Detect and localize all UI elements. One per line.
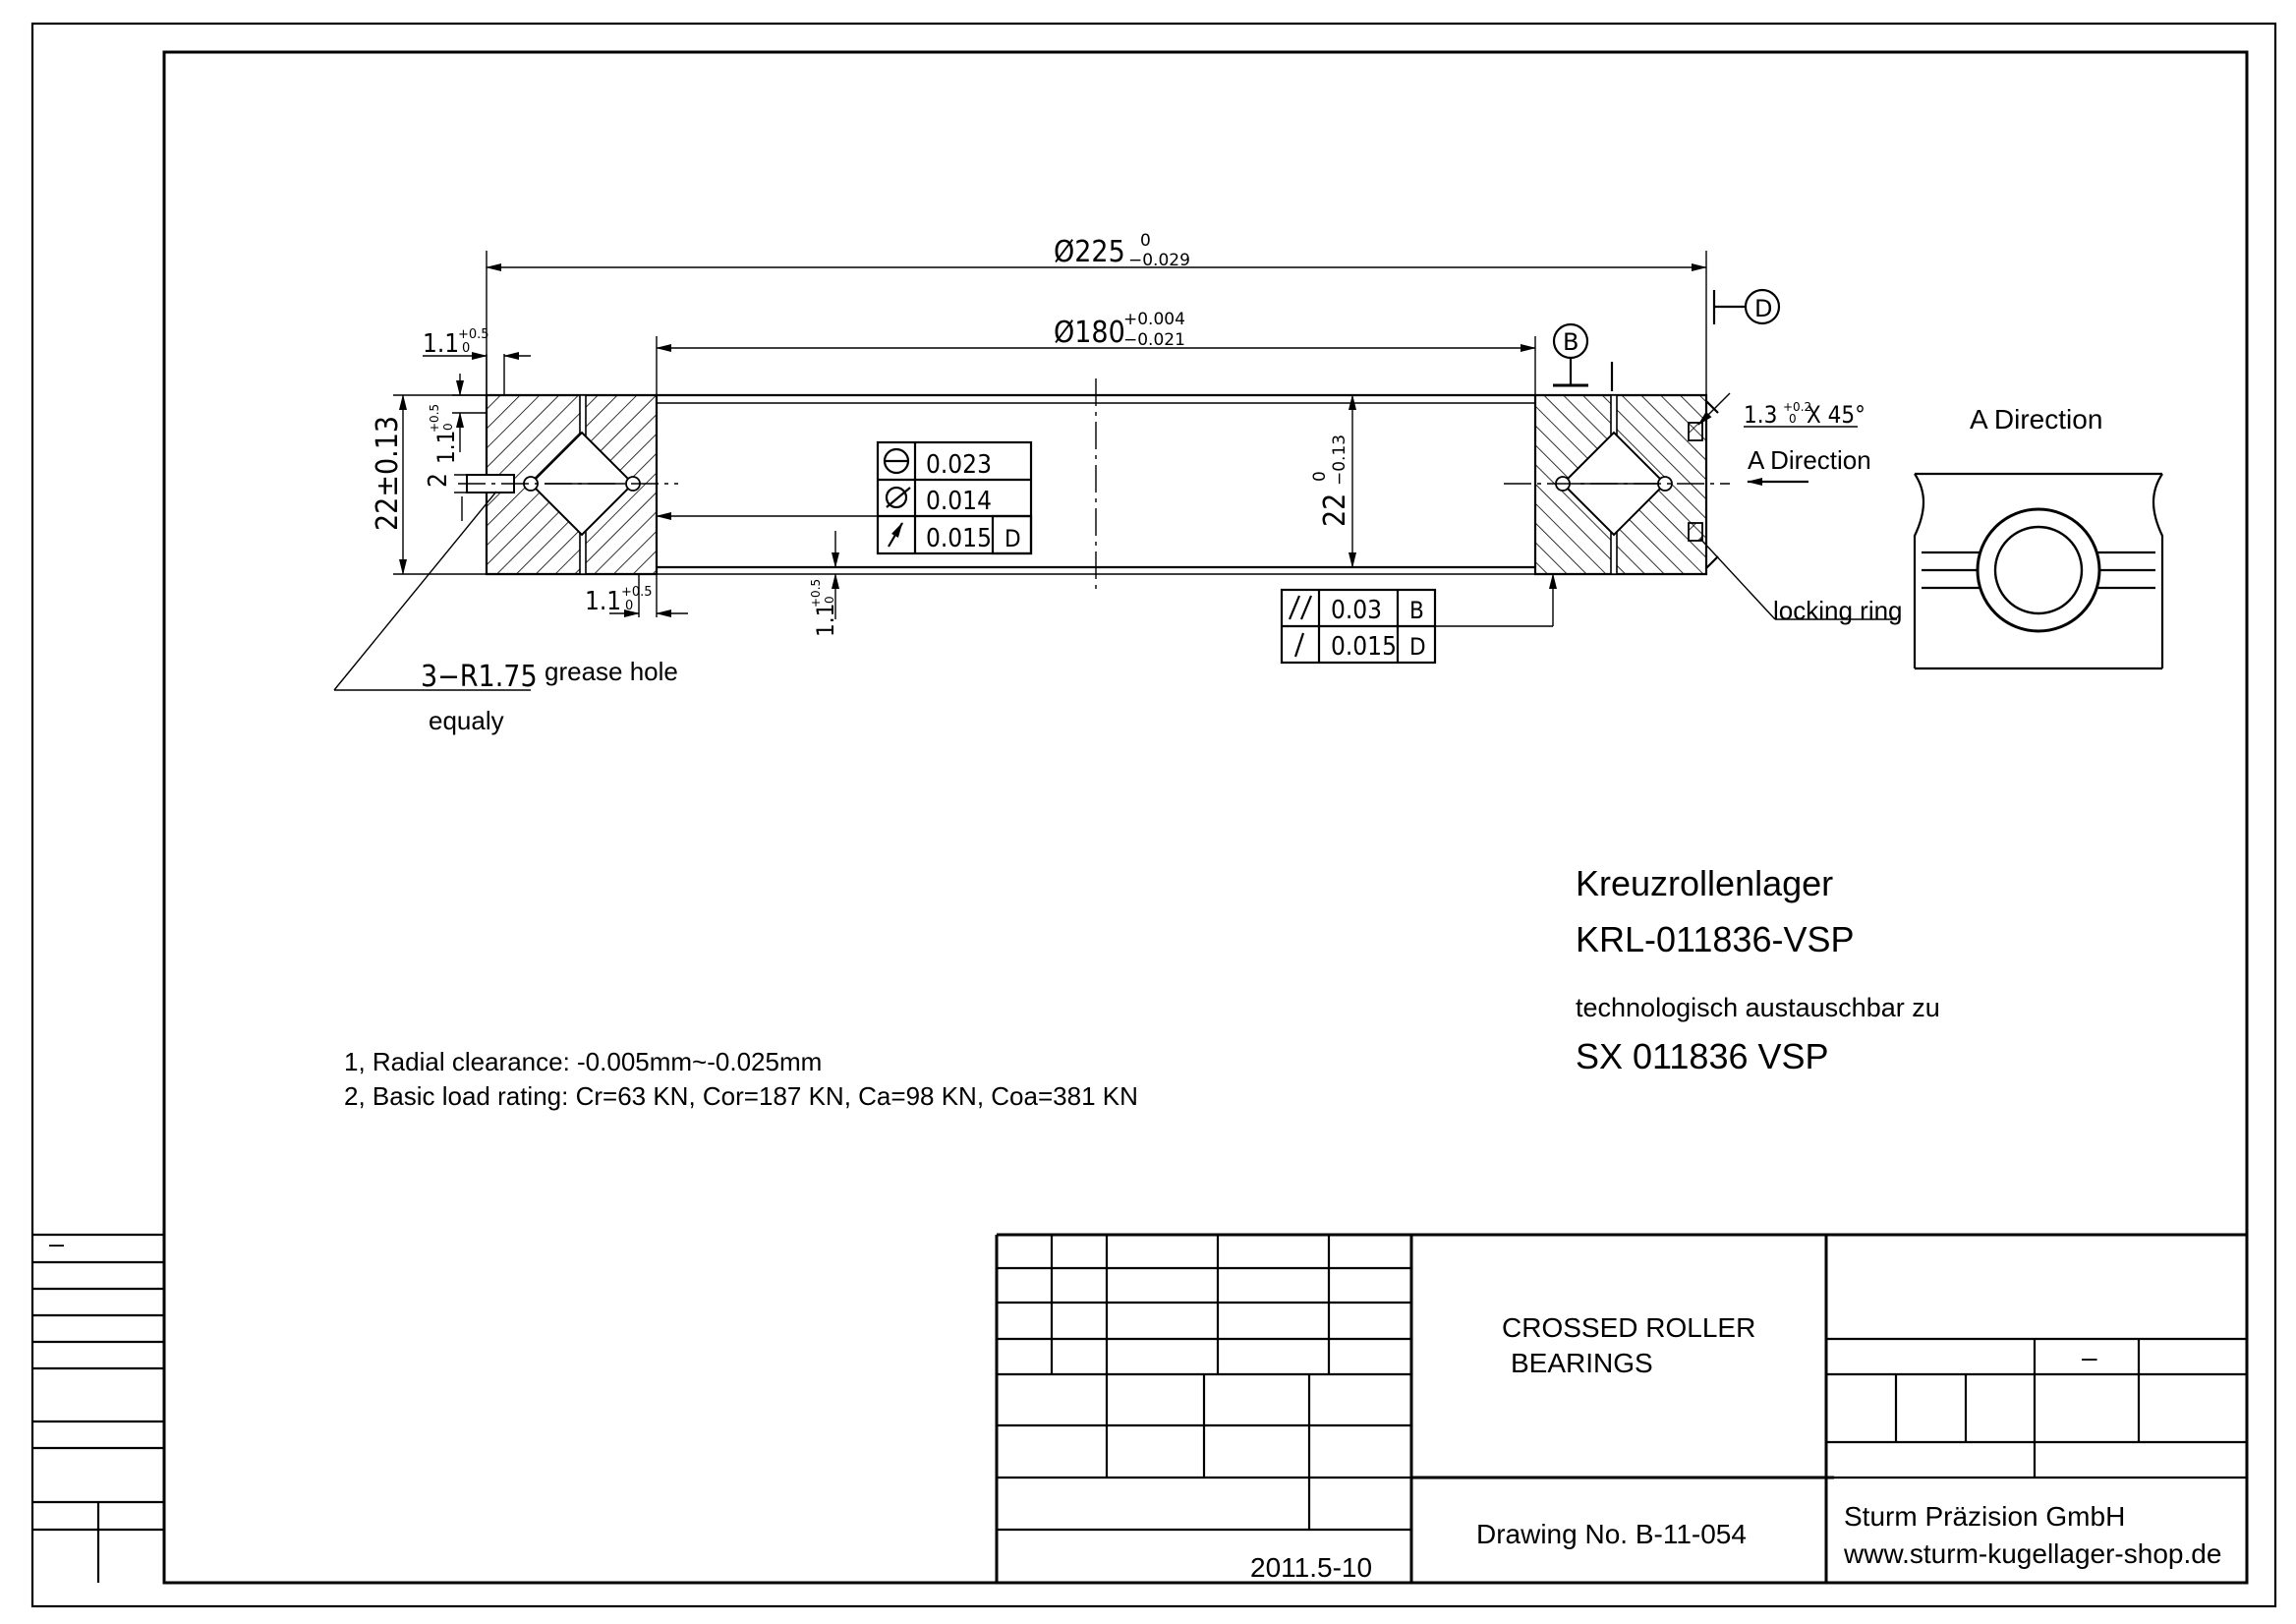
svg-text:0.015: 0.015	[926, 524, 992, 553]
side-mark: –	[49, 1229, 64, 1258]
svg-text:1.1: 1.1	[812, 604, 839, 637]
svg-text:D: D	[1754, 295, 1772, 322]
svg-text:grease hole: grease hole	[545, 657, 678, 686]
note-2: 2, Basic load rating: Cr=63 KN, Cor=187 …	[344, 1081, 1138, 1111]
svg-text:0: 0	[1310, 471, 1330, 482]
product-title: Kreuzrollenlager	[1576, 863, 1833, 903]
svg-text:+0.5: +0.5	[621, 585, 653, 600]
dimension-inner-diameter: Ø180 +0.004 −0.021	[656, 310, 1536, 395]
svg-text:2: 2	[424, 473, 453, 488]
svg-text:+0.004: +0.004	[1123, 310, 1185, 329]
svg-text:−0.021: −0.021	[1123, 330, 1185, 350]
svg-text:A Direction: A Direction	[1970, 404, 2102, 435]
product-model: KRL-011836-VSP	[1576, 919, 1855, 959]
svg-text:0: 0	[625, 599, 633, 613]
title-name-line2: BEARINGS	[1511, 1348, 1653, 1378]
svg-text:1.1: 1.1	[585, 587, 621, 616]
svg-text:22: 22	[1318, 493, 1352, 527]
svg-text:0: 0	[462, 341, 470, 356]
inner-diameter-value: Ø180	[1054, 316, 1125, 350]
svg-text:1.3: 1.3	[1744, 401, 1777, 429]
drawing-number: Drawing No. B-11-054	[1476, 1519, 1747, 1549]
svg-text:22±0.13: 22±0.13	[371, 416, 405, 531]
drawing-date: 2011.5-10	[1250, 1552, 1372, 1583]
sheet-frame	[30, 22, 2277, 1608]
svg-text:B: B	[1563, 328, 1578, 356]
svg-text:1.1: 1.1	[423, 329, 459, 359]
note-1: 1, Radial clearance: -0.005mm~-0.025mm	[344, 1047, 822, 1076]
dimension-height-right: 22 0 −0.13	[1310, 394, 1356, 568]
dimension-chamfer-bottom: 1.1 +0.5 0 1.1 +0.5 0	[585, 531, 839, 637]
svg-text:A Direction: A Direction	[1748, 445, 1871, 475]
equivalent-model: SX 011836 VSP	[1576, 1036, 1829, 1076]
product-info: Kreuzrollenlager KRL-011836-VSP technolo…	[1576, 863, 1940, 1076]
svg-text:D: D	[1004, 525, 1021, 552]
datum-d: D	[1712, 288, 1781, 325]
company-name: Sturm Präzision GmbH	[1844, 1501, 2125, 1532]
svg-text:0: 0	[1140, 231, 1151, 251]
svg-text:D: D	[1409, 633, 1426, 661]
title-name-line1: CROSSED ROLLER	[1502, 1312, 1755, 1343]
tolerance-frame-left: 0.023 0.014 0.015 D	[656, 440, 1033, 555]
svg-text:−0.029: −0.029	[1128, 251, 1190, 270]
title-block-dash: –	[2082, 1342, 2097, 1372]
svg-text:0: 0	[1789, 412, 1797, 426]
left-ring-section	[466, 393, 659, 576]
svg-text:locking ring: locking ring	[1773, 596, 1903, 625]
svg-text:0: 0	[823, 596, 836, 604]
a-direction-arrow: A Direction	[1747, 445, 1871, 486]
grease-hole-leader: 3−R1.75 grease hole equaly	[333, 491, 678, 735]
svg-text:equaly: equaly	[429, 706, 504, 735]
svg-text:−0.13: −0.13	[1330, 435, 1349, 486]
svg-text:3−R1.75: 3−R1.75	[421, 660, 538, 694]
svg-text:0: 0	[441, 423, 455, 431]
notes: 1, Radial clearance: -0.005mm~-0.025mm 2…	[344, 1047, 1138, 1111]
svg-text:+0.5: +0.5	[809, 579, 823, 608]
svg-text:0.014: 0.014	[926, 487, 992, 516]
a-direction-view: A Direction	[1913, 404, 2164, 670]
svg-text:B: B	[1409, 597, 1424, 624]
svg-text:1.1: 1.1	[432, 431, 460, 464]
outer-diameter-value: Ø225	[1054, 235, 1125, 269]
svg-text:X 45°: X 45°	[1807, 401, 1866, 429]
dimension-chamfer-right: 1.3 +0.2 0 X 45°	[1697, 392, 1866, 429]
title-block: – CROSSED ROLLER BEARINGS Drawing No. B-…	[995, 1233, 2247, 1583]
svg-text:+0.5: +0.5	[458, 327, 489, 342]
left-revision-strip: –	[32, 1229, 164, 1583]
dimension-height-left: 22±0.13	[371, 394, 487, 575]
interchange-text: technologisch austauschbar zu	[1576, 993, 1940, 1022]
company-website: www.sturm-kugellager-shop.de	[1843, 1538, 2221, 1569]
svg-text:0.03: 0.03	[1331, 596, 1382, 625]
locking-ring-leader: locking ring	[1699, 538, 1903, 625]
datum-b: B	[1552, 322, 1614, 391]
svg-text:+0.2: +0.2	[1783, 400, 1811, 414]
bearing-cross-section	[458, 378, 1730, 595]
dimension-chamfer-left: 1.1 +0.5 0 1.1 +0.5 0 2	[423, 327, 531, 521]
dimension-outer-diameter: Ø225 0 −0.029	[486, 231, 1707, 395]
right-ring-section	[1504, 393, 1730, 576]
svg-text:0.015: 0.015	[1331, 632, 1397, 662]
svg-text:+0.5: +0.5	[428, 404, 441, 433]
tolerance-frame-right: 0.03 B 0.015 D	[1280, 573, 1557, 665]
svg-text:0.023: 0.023	[926, 450, 992, 480]
